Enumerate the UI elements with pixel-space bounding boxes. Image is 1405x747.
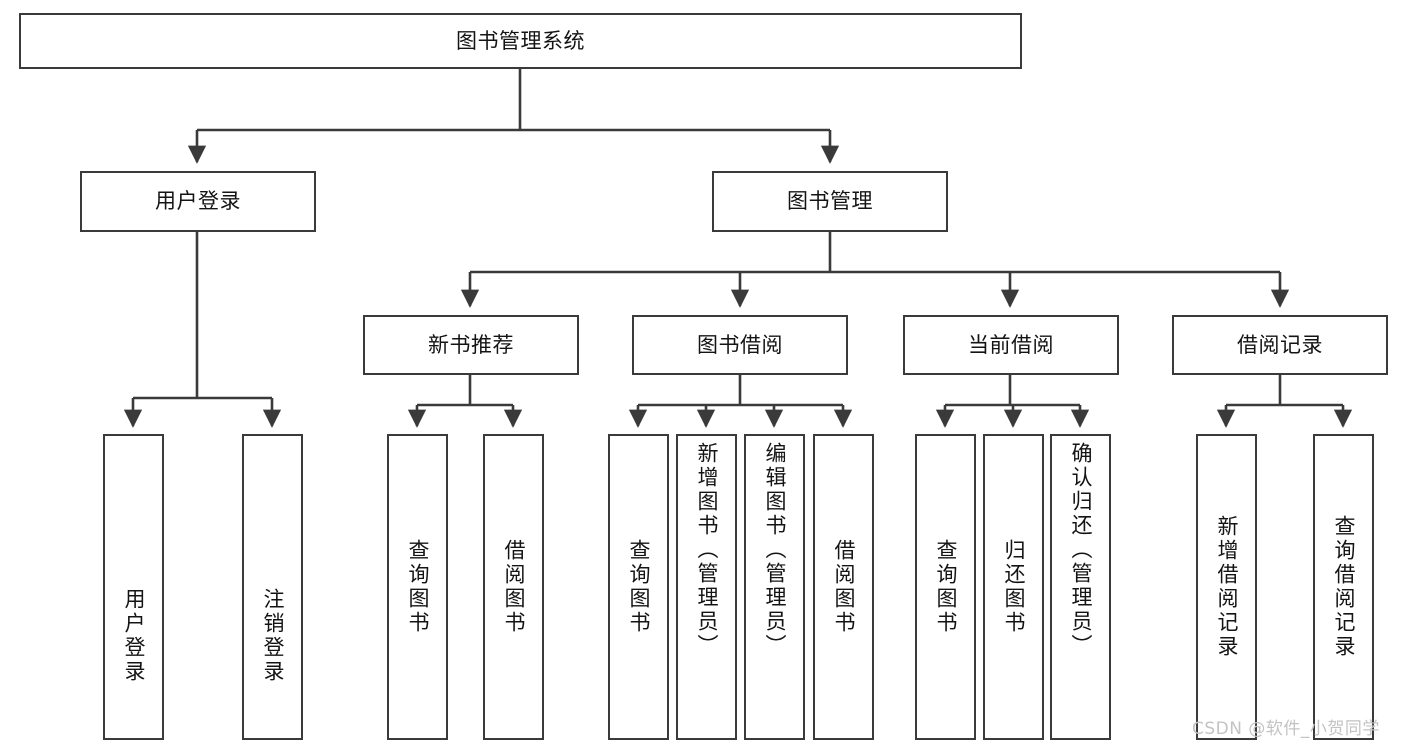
leaf-query-book-recommend-label: 查询图书: [406, 539, 430, 635]
node-current-borrow-label: 当前借阅: [968, 332, 1054, 357]
node-current-borrow[interactable]: 当前借阅: [903, 315, 1119, 375]
node-book-management[interactable]: 图书管理: [712, 171, 948, 232]
leaf-add-borrow-record[interactable]: 新增借阅记录: [1196, 434, 1257, 740]
leaf-query-borrow-record[interactable]: 查询借阅记录: [1313, 434, 1374, 740]
leaf-borrow-book-label: 借阅图书: [832, 539, 856, 635]
node-borrow-record-label: 借阅记录: [1237, 332, 1323, 357]
leaf-confirm-return-admin[interactable]: 确认归还（管理员）: [1050, 434, 1111, 740]
leaf-edit-book-admin[interactable]: 编辑图书（管理员）: [744, 434, 805, 740]
watermark: CSDN @软件_小贺同学: [1192, 719, 1380, 739]
node-root[interactable]: 图书管理系统: [19, 13, 1022, 69]
leaf-query-book-current-label: 查询图书: [934, 539, 958, 635]
leaf-query-book-borrow[interactable]: 查询图书: [608, 434, 669, 740]
node-book-management-label: 图书管理: [787, 189, 873, 214]
leaf-query-book-borrow-label: 查询图书: [627, 539, 651, 635]
leaf-user-login-label: 用户登录: [122, 588, 146, 684]
node-user-login-label: 用户登录: [155, 189, 241, 214]
leaf-query-book-current[interactable]: 查询图书: [915, 434, 976, 740]
leaf-edit-book-admin-label: 编辑图书（管理员）: [763, 442, 787, 658]
leaf-add-book-admin[interactable]: 新增图书（管理员）: [676, 434, 737, 740]
node-book-borrow[interactable]: 图书借阅: [632, 315, 848, 375]
leaf-add-borrow-record-label: 新增借阅记录: [1215, 515, 1239, 659]
leaf-return-book-label: 归还图书: [1002, 539, 1026, 635]
node-root-label: 图书管理系统: [456, 28, 585, 53]
leaf-user-login[interactable]: 用户登录: [103, 434, 164, 740]
leaf-logout-label: 注销登录: [261, 588, 285, 684]
leaf-return-book[interactable]: 归还图书: [983, 434, 1044, 740]
node-new-book-recommend[interactable]: 新书推荐: [363, 315, 579, 375]
leaf-borrow-book[interactable]: 借阅图书: [813, 434, 874, 740]
node-user-login[interactable]: 用户登录: [80, 171, 316, 232]
node-borrow-record[interactable]: 借阅记录: [1172, 315, 1388, 375]
node-new-book-recommend-label: 新书推荐: [428, 332, 514, 357]
leaf-query-book-recommend[interactable]: 查询图书: [387, 434, 448, 740]
leaf-query-borrow-record-label: 查询借阅记录: [1332, 515, 1356, 659]
leaf-logout[interactable]: 注销登录: [242, 434, 303, 740]
leaf-borrow-book-recommend-label: 借阅图书: [502, 539, 526, 635]
node-book-borrow-label: 图书借阅: [697, 332, 783, 357]
leaf-add-book-admin-label: 新增图书（管理员）: [695, 442, 719, 658]
leaf-borrow-book-recommend[interactable]: 借阅图书: [483, 434, 544, 740]
leaf-confirm-return-admin-label: 确认归还（管理员）: [1069, 442, 1093, 658]
